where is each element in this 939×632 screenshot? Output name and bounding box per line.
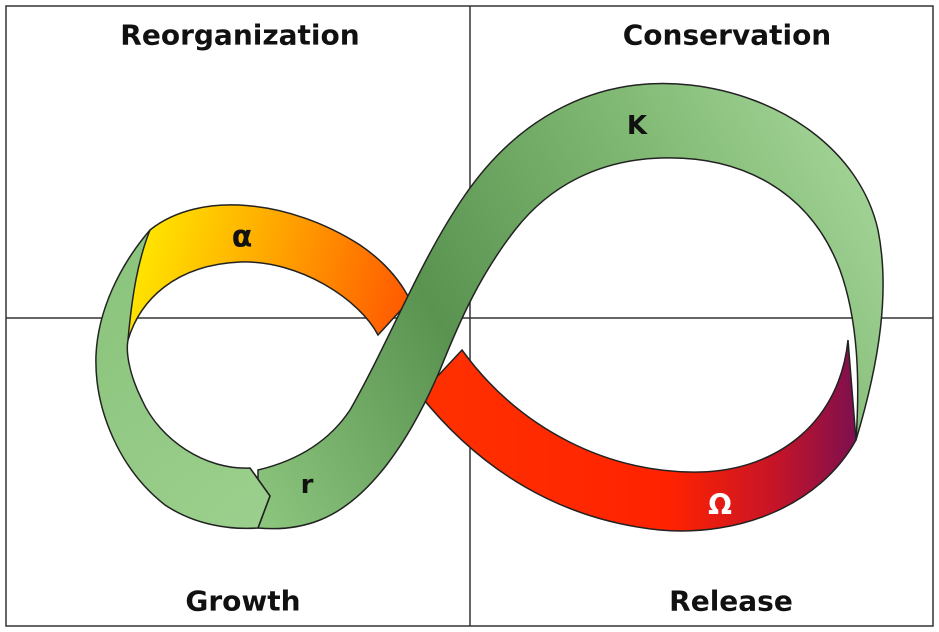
alpha-label: α	[231, 219, 253, 255]
quadrant-title-conservation: Conservation	[622, 18, 832, 52]
k-band	[257, 82, 884, 530]
k-label: K	[626, 111, 648, 141]
omega-label: Ω	[708, 488, 732, 522]
quadrant-title-release: Release	[669, 584, 793, 618]
alpha-band	[127, 204, 411, 341]
quadrant-title-growth: Growth	[185, 584, 301, 618]
r-label: r	[300, 470, 314, 500]
omega-band	[419, 339, 857, 532]
quadrant-title-reorganization: Reorganization	[120, 18, 360, 52]
r-band-joint	[249, 467, 271, 529]
r-band	[95, 229, 271, 530]
